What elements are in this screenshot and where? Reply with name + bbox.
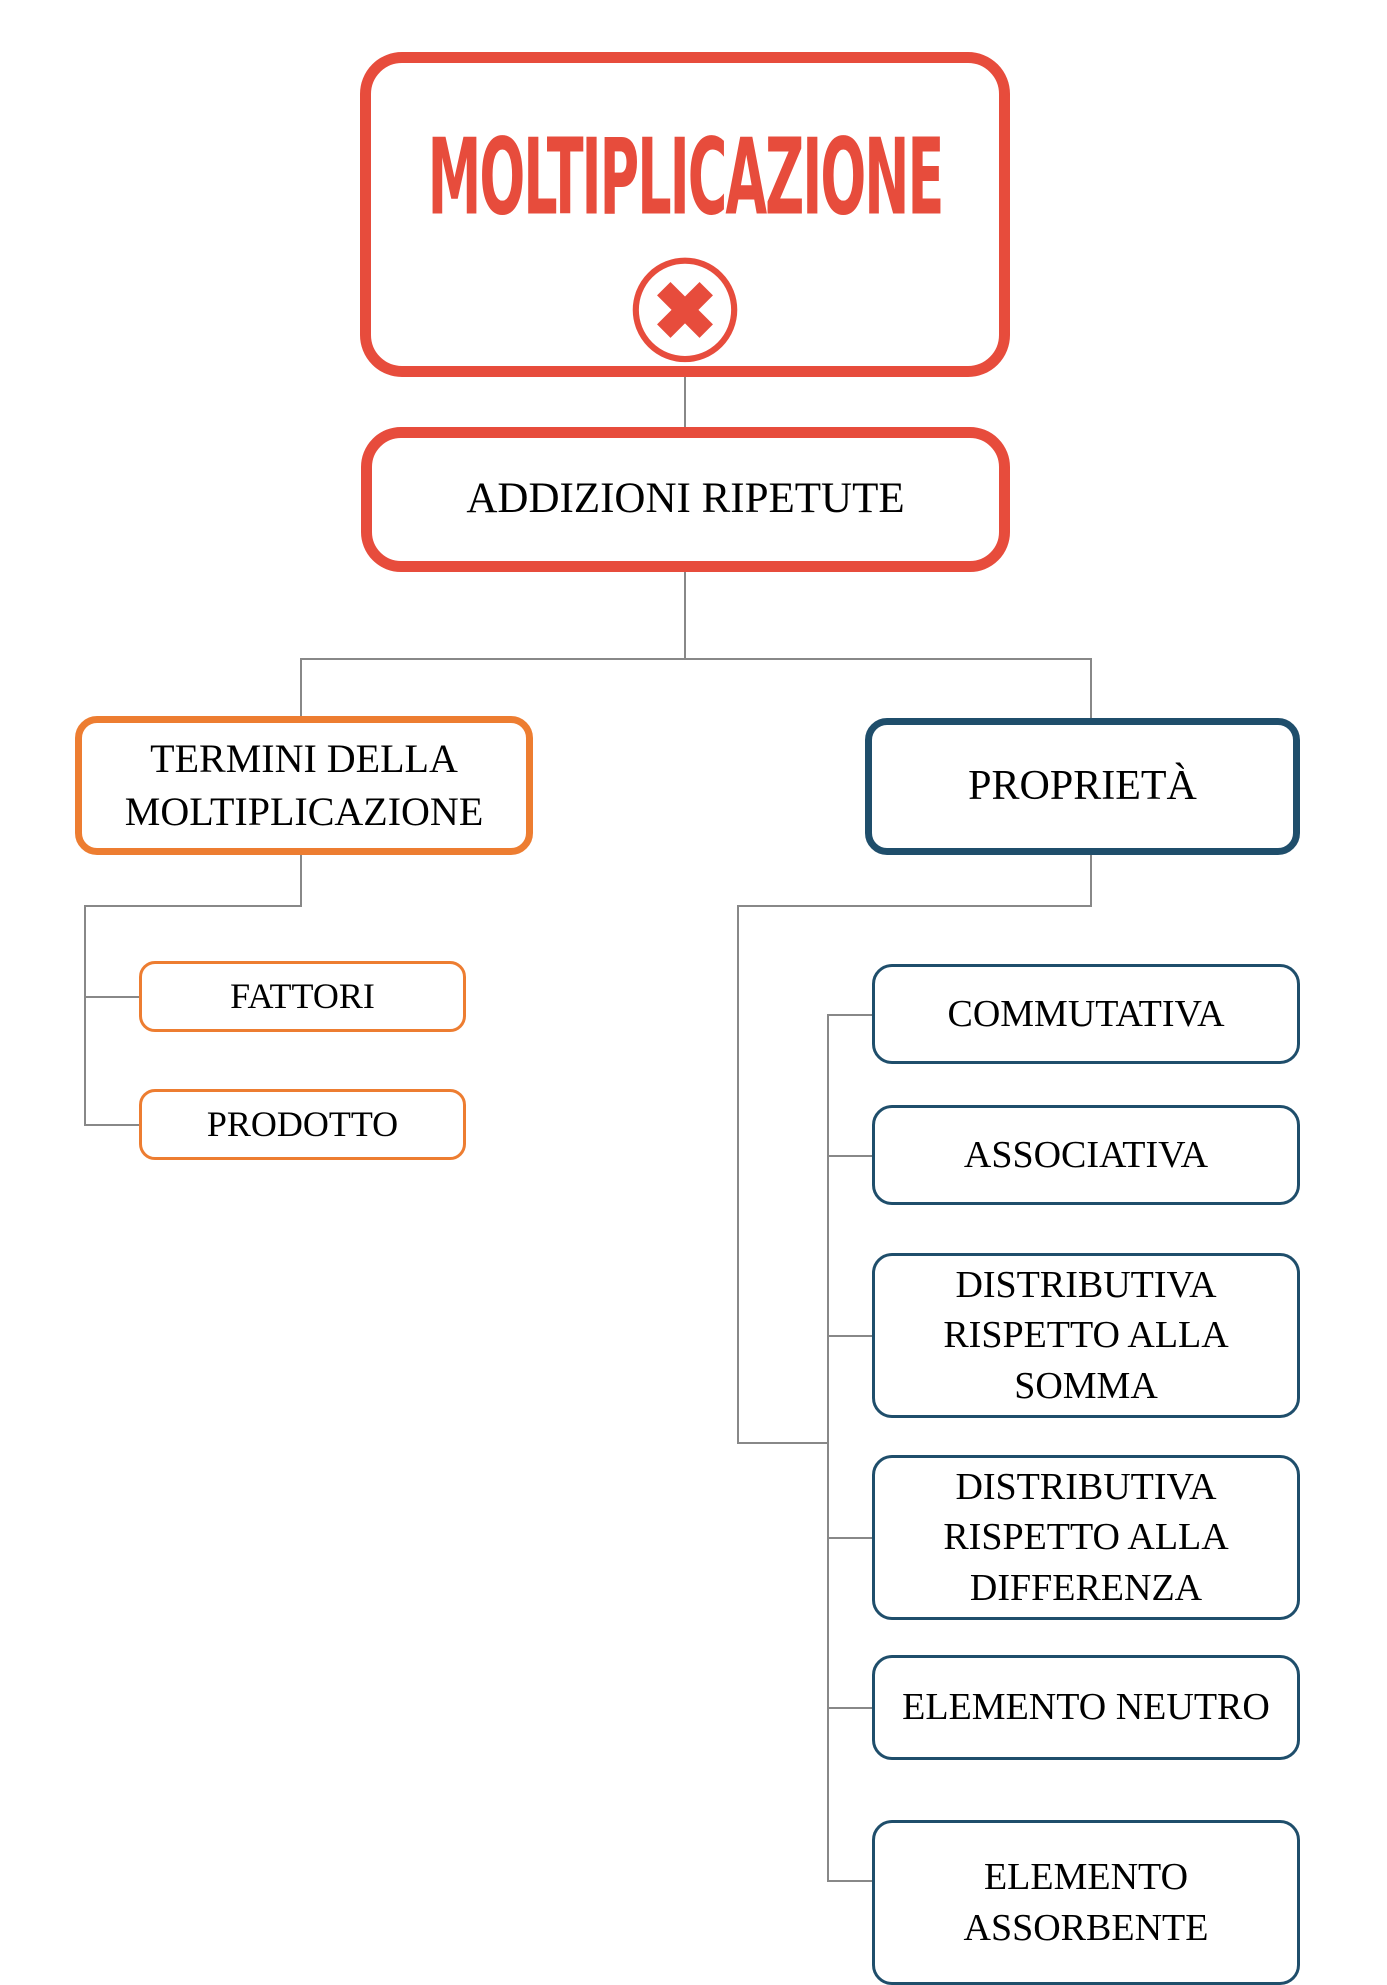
connector-to-proprieta bbox=[1090, 658, 1092, 718]
node-moltiplicazione: MOLTIPLICAZIONE bbox=[360, 52, 1010, 377]
node-commutativa: COMMUTATIVA bbox=[872, 964, 1300, 1064]
connector-branch-commutativa bbox=[827, 1014, 872, 1016]
connector-proprieta-inner-trunk bbox=[827, 1014, 829, 1880]
connector-branch-associativa bbox=[827, 1155, 872, 1157]
node-termini-della-moltiplicazione: TERMINI DELLA MOLTIPLICAZIONE bbox=[75, 716, 533, 855]
node-label: PROPRIETÀ bbox=[968, 762, 1197, 809]
connector-branch-dist-differenza bbox=[827, 1537, 872, 1539]
node-distributiva-somma: DISTRIBUTIVA RISPETTO ALLA SOMMA bbox=[872, 1253, 1300, 1418]
node-label: DISTRIBUTIVA RISPETTO ALLA DIFFERENZA bbox=[943, 1466, 1229, 1609]
node-label: FATTORI bbox=[230, 975, 375, 1016]
node-elemento-neutro: ELEMENTO NEUTRO bbox=[872, 1655, 1300, 1760]
node-associativa: ASSOCIATIVA bbox=[872, 1105, 1300, 1205]
connector-branch-elemento-neutro bbox=[827, 1707, 872, 1709]
connector-branch-fattori bbox=[84, 996, 139, 998]
connector-termini-trunk bbox=[84, 905, 86, 1124]
node-label: TERMINI DELLA MOLTIPLICAZIONE bbox=[124, 735, 484, 834]
node-proprieta: PROPRIETÀ bbox=[865, 718, 1300, 855]
node-fattori: FATTORI bbox=[139, 961, 466, 1032]
connector-to-termini bbox=[300, 658, 302, 716]
node-prodotto: PRODOTTO bbox=[139, 1089, 466, 1160]
multiplication-x-icon bbox=[632, 257, 738, 363]
connector-addizioni-down bbox=[684, 572, 686, 658]
connector-termini-elbow bbox=[84, 905, 302, 907]
node-label: DISTRIBUTIVA RISPETTO ALLA SOMMA bbox=[943, 1264, 1229, 1407]
node-label: COMMUTATIVA bbox=[947, 992, 1225, 1035]
node-distributiva-differenza: DISTRIBUTIVA RISPETTO ALLA DIFFERENZA bbox=[872, 1455, 1300, 1620]
connector-trunk-join bbox=[737, 1442, 829, 1444]
connector-branch-elemento-assorbente bbox=[827, 1880, 872, 1882]
node-label: ELEMENTO ASSORBENTE bbox=[963, 1856, 1209, 1949]
connector-title-to-addizioni bbox=[684, 377, 686, 427]
connector-proprieta-elbow bbox=[737, 905, 1092, 907]
diagram-title: MOLTIPLICAZIONE bbox=[427, 115, 945, 239]
connector-branch-prodotto bbox=[84, 1124, 139, 1126]
node-addizioni-ripetute: ADDIZIONI RIPETUTE bbox=[361, 427, 1010, 572]
node-elemento-assorbente: ELEMENTO ASSORBENTE bbox=[872, 1820, 1300, 1985]
connector-proprieta-down bbox=[1090, 855, 1092, 905]
node-label: PRODOTTO bbox=[206, 1103, 399, 1144]
connector-termini-down bbox=[300, 855, 302, 905]
connector-proprieta-outer-trunk bbox=[737, 905, 739, 1442]
connector-main-horizontal bbox=[300, 658, 1092, 660]
connector-branch-dist-somma bbox=[827, 1335, 872, 1337]
node-label: ELEMENTO NEUTRO bbox=[902, 1686, 1270, 1729]
node-label: ASSOCIATIVA bbox=[963, 1133, 1209, 1176]
node-label: ADDIZIONI RIPETUTE bbox=[466, 475, 905, 523]
